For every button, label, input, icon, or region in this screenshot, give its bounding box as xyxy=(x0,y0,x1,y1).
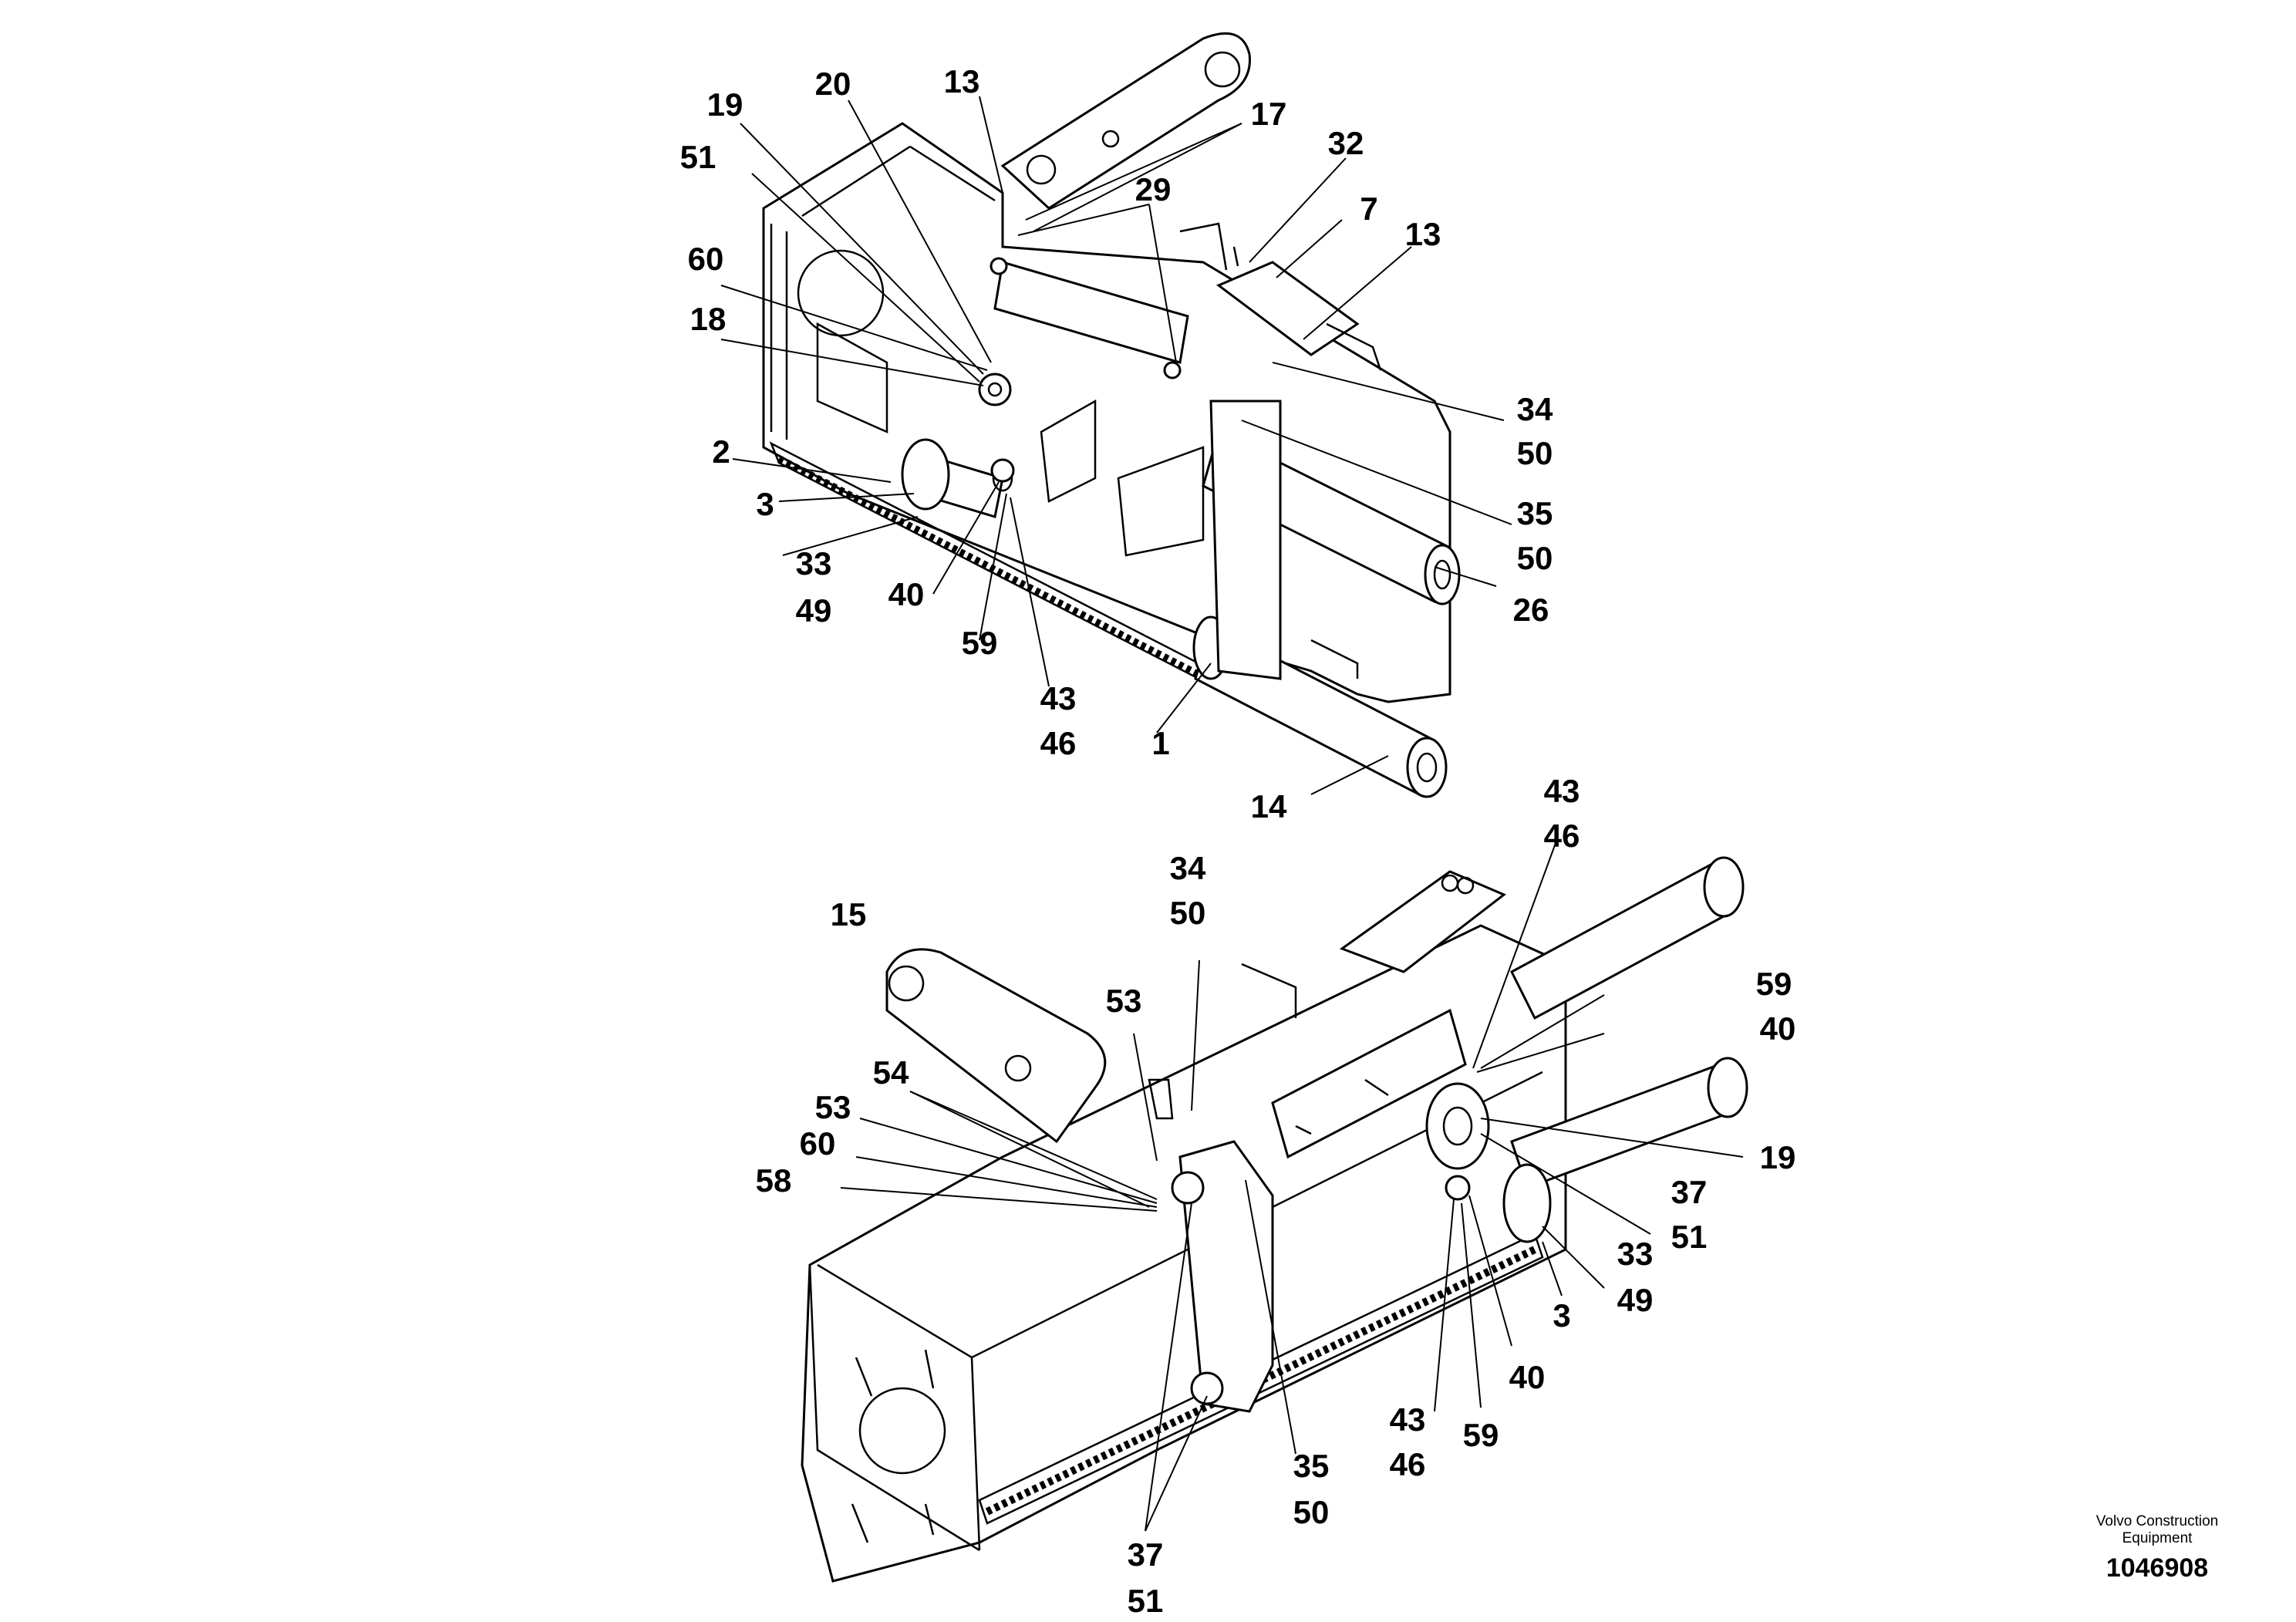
callout-label: 3 xyxy=(756,486,774,522)
lower-assembly-drawing xyxy=(801,856,1748,1583)
callout-label: 29 xyxy=(1135,171,1172,207)
document-number: 1046908 xyxy=(2106,1553,2209,1583)
callout-label: 50 xyxy=(1517,540,1553,576)
callout-label: 14 xyxy=(1251,788,1287,824)
callout-label: 13 xyxy=(944,63,980,99)
callout-label: 46 xyxy=(1040,725,1077,761)
callout-label: 43 xyxy=(1390,1401,1426,1438)
callout-label: 59 xyxy=(1756,966,1792,1002)
callout-label: 35 xyxy=(1293,1448,1330,1484)
callout-label: 18 xyxy=(690,301,727,337)
callout-label: 51 xyxy=(680,139,716,175)
callout-label: 51 xyxy=(1128,1583,1164,1619)
callout-label: 35 xyxy=(1517,495,1553,531)
callout-label: 53 xyxy=(815,1089,851,1125)
callout-label: 49 xyxy=(796,592,832,629)
callout-label: 58 xyxy=(756,1162,792,1199)
callout-label: 49 xyxy=(1617,1282,1654,1318)
callout-label: 50 xyxy=(1170,895,1206,931)
lower-leader-lines xyxy=(840,836,1744,1532)
callout-label: 34 xyxy=(1517,391,1553,427)
callout-label: 15 xyxy=(831,896,867,932)
callout-label: 26 xyxy=(1513,592,1549,628)
callout-label: 54 xyxy=(873,1054,909,1091)
callout-label: 43 xyxy=(1040,680,1077,717)
upper-leader-lines xyxy=(720,96,1512,795)
lower-callout-labels: 4346345015535453605859401937513349340594… xyxy=(756,773,1796,1619)
callout-label: 19 xyxy=(1760,1139,1796,1175)
callout-label: 50 xyxy=(1293,1494,1330,1530)
callout-label: 1 xyxy=(1151,725,1169,761)
callout-label: 33 xyxy=(1617,1236,1654,1272)
callout-label: 19 xyxy=(707,86,743,123)
callout-label: 13 xyxy=(1405,216,1441,252)
callout-label: 59 xyxy=(962,625,998,661)
callout-label: 46 xyxy=(1390,1446,1426,1482)
callout-label: 3 xyxy=(1553,1297,1570,1334)
callout-label: 40 xyxy=(1509,1359,1546,1395)
callout-label: 60 xyxy=(688,241,724,277)
callout-label: 53 xyxy=(1106,983,1142,1019)
callout-label: 2 xyxy=(712,433,730,470)
callout-label: 40 xyxy=(1760,1010,1796,1047)
callout-label: 33 xyxy=(796,545,832,582)
callout-label: 34 xyxy=(1170,850,1206,886)
callout-label: 59 xyxy=(1463,1417,1499,1453)
callout-label: 50 xyxy=(1517,435,1553,471)
callout-label: 60 xyxy=(800,1125,836,1162)
callout-label: 40 xyxy=(888,576,925,612)
callout-label: 37 xyxy=(1671,1174,1708,1210)
callout-label: 37 xyxy=(1128,1536,1164,1573)
upper-assembly-drawing xyxy=(762,32,1461,798)
callout-label: 46 xyxy=(1544,818,1580,854)
callout-label: 43 xyxy=(1544,773,1580,809)
callout-label: 32 xyxy=(1328,125,1364,161)
brand-text: Volvo Construction Equipment xyxy=(2095,1513,2219,1546)
footer-block: Volvo Construction Equipment 1046908 xyxy=(2072,1513,2242,1583)
callout-label: 20 xyxy=(815,66,851,102)
callout-label: 7 xyxy=(1360,191,1377,227)
callout-label: 17 xyxy=(1251,96,1287,132)
callout-label: 51 xyxy=(1671,1219,1708,1255)
